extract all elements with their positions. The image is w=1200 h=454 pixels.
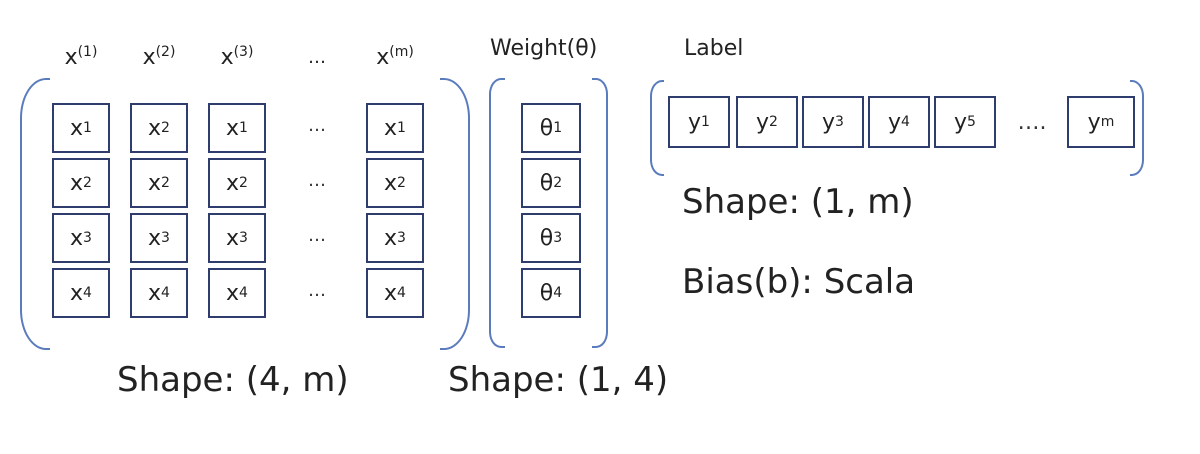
symbol-superscript: (3) bbox=[233, 44, 254, 60]
weight-title: Weight(θ) bbox=[490, 36, 598, 61]
symbol-base: x bbox=[226, 115, 240, 141]
ellipsis: … bbox=[308, 280, 326, 301]
symbol-base: x bbox=[226, 280, 240, 306]
input-column-header: x(3) bbox=[200, 44, 274, 70]
weight-shape-label: Shape: (1, 4) bbox=[448, 360, 669, 400]
ellipsis: … bbox=[308, 115, 326, 136]
input-column-header: x(2) bbox=[122, 44, 196, 70]
symbol-superscript: (m) bbox=[389, 44, 414, 60]
symbol-base: x bbox=[384, 225, 398, 251]
symbol-base: x bbox=[384, 115, 398, 141]
symbol-base: x bbox=[148, 115, 162, 141]
symbol-base: x bbox=[376, 45, 390, 70]
symbol-base: x bbox=[70, 115, 84, 141]
symbol-base: y bbox=[822, 109, 836, 135]
bias-label: Bias(b): Scala bbox=[682, 262, 916, 302]
symbol-superscript: (1) bbox=[77, 44, 98, 60]
input-matrix-left-bracket bbox=[20, 78, 50, 350]
input-shape-label: Shape: (4, m) bbox=[117, 360, 349, 400]
symbol-base: y bbox=[1087, 109, 1101, 135]
symbol-base: y bbox=[688, 109, 702, 135]
ellipsis: … bbox=[308, 225, 326, 246]
label-title: Label bbox=[684, 36, 744, 61]
label-shape-label: Shape: (1, m) bbox=[682, 182, 914, 222]
symbol-base: y bbox=[954, 109, 968, 135]
symbol-base: x bbox=[70, 280, 84, 306]
symbol-base: x bbox=[70, 225, 84, 251]
symbol-base: x bbox=[220, 45, 234, 70]
ellipsis: … bbox=[308, 170, 326, 191]
symbol-base: y bbox=[756, 109, 770, 135]
symbol-base: x bbox=[148, 225, 162, 251]
weight-left-bracket bbox=[489, 78, 505, 348]
input-column-header: x(1) bbox=[44, 44, 118, 70]
symbol-base: θ bbox=[539, 170, 554, 196]
symbol-base: θ bbox=[539, 225, 554, 251]
symbol-base: x bbox=[70, 170, 84, 196]
input-matrix-right-bracket bbox=[440, 78, 470, 350]
ellipsis: …. bbox=[1017, 110, 1047, 135]
symbol-base: … bbox=[308, 47, 326, 68]
weight-right-bracket bbox=[592, 78, 608, 348]
symbol-superscript: (2) bbox=[155, 44, 176, 60]
symbol-base: y bbox=[888, 109, 902, 135]
symbol-base: x bbox=[384, 170, 398, 196]
symbol-base: x bbox=[226, 225, 240, 251]
symbol-base: x bbox=[64, 45, 78, 70]
symbol-base: θ bbox=[539, 115, 554, 141]
symbol-base: x bbox=[142, 45, 156, 70]
symbol-base: x bbox=[148, 280, 162, 306]
symbol-base: x bbox=[148, 170, 162, 196]
symbol-base: x bbox=[226, 170, 240, 196]
label-left-bracket bbox=[650, 80, 664, 176]
input-column-header: … bbox=[280, 46, 354, 70]
input-column-header: x(m) bbox=[358, 44, 432, 70]
symbol-base: x bbox=[384, 280, 398, 306]
symbol-base: θ bbox=[539, 280, 554, 306]
